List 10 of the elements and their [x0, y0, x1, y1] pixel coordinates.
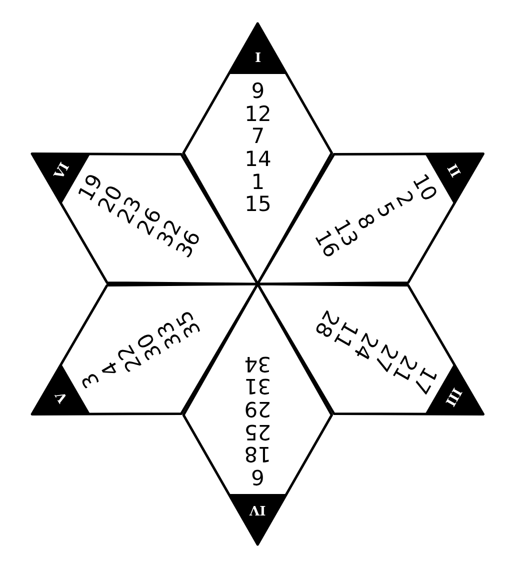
number-column: 6 18 25 29 31 34: [239, 352, 277, 488]
roman-numeral: II: [442, 161, 464, 182]
roman-numeral: IV: [248, 503, 268, 516]
roman-numeral: V: [52, 388, 73, 407]
number-column: 9 12 7 14 1 15: [238, 80, 277, 216]
number-column: 19 20 23 26 32 36: [72, 166, 209, 266]
roman-numeral: I: [254, 52, 262, 65]
number-column: 10 2 5 8 13 16: [307, 166, 444, 266]
roman-numeral: VI: [51, 160, 74, 184]
number-column: 3 4 22 30 33 35: [72, 302, 209, 402]
